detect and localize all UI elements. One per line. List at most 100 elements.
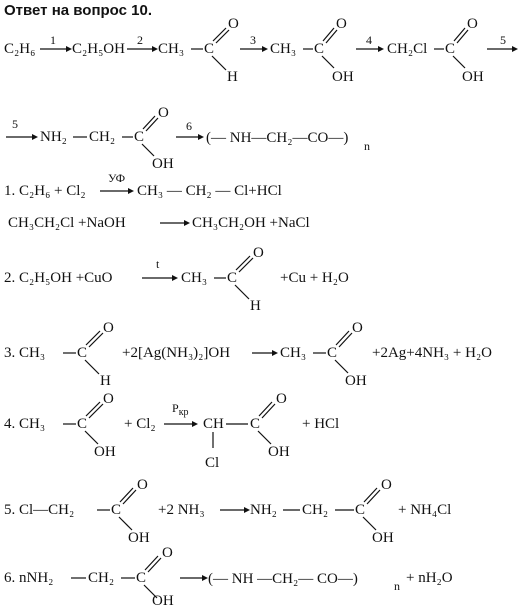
single-bond-a [211,55,227,71]
r4-single-bond [84,430,99,445]
r5-single-bond2 [362,516,377,531]
r2-h: H [250,298,261,314]
r3-c: C [77,345,87,361]
r6-polymer: (— NH —CH₂— CO—) [208,571,358,587]
r6-single-bond [143,584,158,599]
r4-single-bond2 [257,430,272,445]
r6-polymer-n: n [394,579,400,593]
arrow-6-head [198,134,204,140]
chain-o-a: O [228,16,239,32]
r5-ch2: CH₂ [302,502,328,518]
r4-double-bond2 [88,403,104,419]
r6-double-bond [144,555,159,571]
double-bond-d [142,115,156,130]
r4-condition: Pкр [172,401,189,418]
r3-double-bond [85,330,101,346]
step-5b: 5 [12,117,18,131]
double-bond-a [212,27,227,42]
r6-o: O [162,545,173,561]
chain-o-c: O [467,16,478,32]
r5-arrow-head [244,507,250,513]
r4-double-bond3 [258,401,273,417]
r4-double-bond4 [261,403,276,419]
r4-condition-sub: кр [179,407,189,418]
r3-ch3: CH₃ [280,345,306,361]
chain-oh-c: OH [462,69,484,85]
r3-h: H [100,373,111,389]
r5-double-bond2 [122,489,137,505]
r4-o2: O [276,391,287,407]
r2-c: C [227,270,237,286]
chain-o-b: O [336,16,347,32]
chain-oh-d: OH [152,156,174,172]
chain-polymer-n: n [364,139,370,153]
r5-nh2: NH₂ [250,502,277,518]
r5-oh2: OH [372,530,394,546]
r3-reagent: +2[Ag(NH₃)₂]OH [122,345,230,361]
r6-ch2: CH₂ [88,570,114,586]
r3-single-bond2 [334,359,349,374]
step-5: 5 [500,33,506,47]
chain-ch2: CH₂ [89,129,115,145]
arrow-2-head [152,46,158,52]
r1b-right: CH₃CH₂OH +NaCl [192,215,310,231]
r3-arrow-head [272,350,278,356]
r4-cl: Cl [205,455,219,471]
step-4: 4 [366,33,372,47]
r2-condition: t [156,257,160,271]
chain-c-a: C [204,41,214,57]
r2-double-bond [235,255,251,271]
chain-c-c: C [445,41,455,57]
r3-oh: OH [345,373,367,389]
chain-ch3-a: CH₃ [158,41,184,57]
arrow-1-head [66,46,72,52]
double-bond-a2 [215,29,230,44]
r6-double-bond2 [147,557,162,573]
r4-ch: CH [203,416,224,432]
r6-left: 6. nNH₂ [4,570,53,586]
double-bond-b2 [325,29,338,44]
r6-arrow-head [202,575,208,581]
r1a-arrow-head [128,188,134,194]
r4-c: C [77,416,87,432]
r5-c2: C [355,502,365,518]
single-bond-d [141,143,155,157]
r5-reagent: +2 NH₃ [158,502,205,518]
r1b-left: CH₃CH₂Cl +NaOH [8,215,126,231]
double-bond-c2 [456,29,469,44]
r4-c2: C [250,416,260,432]
r4-condition-p: P [172,401,179,415]
chain-ch3-b: CH₃ [270,41,296,57]
r2-arrow-head [172,275,178,281]
chain-ethane: C₂H₆ [4,41,35,57]
chain-ch2cl: CH₂Cl [387,41,427,57]
r3-double-bond3 [335,330,350,346]
page-title: Ответ на вопрос 10. [4,2,153,19]
r4-oh2: OH [268,444,290,460]
r6-right: + nH₂O [406,570,453,586]
chain-c-d: C [134,129,144,145]
chain-h-a: H [227,69,238,85]
chain-nh2: NH₂ [40,129,67,145]
r5-double-bond4 [366,489,381,505]
double-bond-b [322,27,335,42]
double-bond-c [453,27,466,42]
chain-c-b: C [314,41,324,57]
r2-right: +Cu + H₂O [280,270,349,286]
arrow-3-head [262,46,268,52]
r6-oh: OH [152,593,174,607]
single-bond-c [452,55,466,69]
r5-double-bond3 [363,487,378,503]
r1a-right: CH₃ — CH₂ — Cl+HCl [137,183,282,199]
r1a-left: 1. C₂H₆ + Cl₂ [4,183,86,199]
r3-double-bond2 [88,332,104,348]
step-2: 2 [137,33,143,47]
r2-o: O [253,245,264,261]
chain-ethanol: C₂H₅OH [72,41,125,57]
r4-o: O [103,391,114,407]
step-6: 6 [186,119,192,133]
r5-right: + NH₄Cl [398,502,451,518]
r5-o2: O [381,477,392,493]
